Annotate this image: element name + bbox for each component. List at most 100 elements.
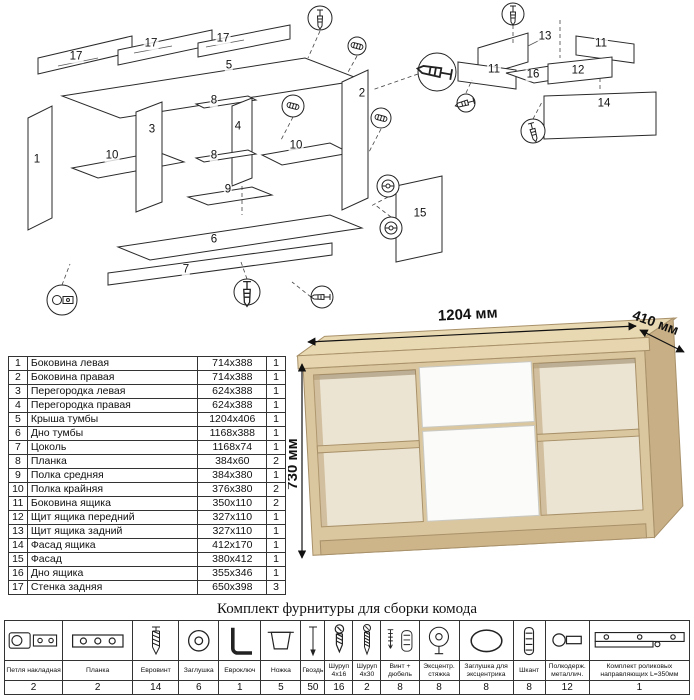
- part-number: 11: [8, 496, 28, 511]
- exploded-assembly-diagram: [27, 2, 657, 316]
- part-number: 14: [8, 538, 28, 553]
- part-qty: 1: [266, 398, 286, 413]
- part-qty: 1: [266, 384, 286, 399]
- part-qty: 2: [266, 482, 286, 497]
- part-number: 3: [8, 384, 28, 399]
- part-qty: 1: [266, 356, 286, 371]
- part-number: 2: [8, 370, 28, 385]
- hardware-item-qty: 8: [418, 680, 460, 695]
- part-qty: 2: [266, 496, 286, 511]
- part-size: 714х388: [197, 370, 268, 385]
- hardware-item-label: Комплект роликовых направляющих L=350мм: [588, 660, 691, 681]
- cam-lock-icon: [418, 620, 460, 661]
- door-front: [422, 425, 540, 522]
- hardware-item-qty: 6: [178, 680, 220, 695]
- callout-screw-glyphs: [52, 5, 540, 307]
- part-size: 327х110: [197, 524, 268, 539]
- hardware-icons-row: [3, 620, 691, 661]
- hardware-item-label: Планка: [62, 660, 134, 681]
- part-number: 10: [8, 482, 28, 497]
- hardware-item-label: Ножка: [260, 660, 302, 681]
- part-number: 4: [8, 398, 28, 413]
- width-dimension-label: 1204 мм: [437, 306, 498, 325]
- part-size: 376х380: [197, 482, 268, 497]
- hardware-title: Комплект фурнитуры для сборки комода: [216, 601, 477, 617]
- part-size: 350х110: [197, 496, 268, 511]
- part-size: 624х388: [197, 398, 268, 413]
- part-name: Полка средняя: [26, 468, 199, 483]
- part-name: Фасад ящика: [26, 538, 199, 553]
- part-name: Щит ящика задний: [26, 524, 199, 539]
- part-number: 9: [8, 468, 28, 483]
- drawer-panels: [457, 32, 657, 140]
- part-name: Боковина левая: [26, 356, 199, 371]
- part-qty: 1: [266, 524, 286, 539]
- screw-large-icon: [352, 620, 382, 661]
- hinge-icon: [3, 620, 64, 661]
- screw-small-icon: [324, 620, 354, 661]
- part-size: 1204х406: [197, 412, 268, 427]
- part-name: Крыша тумбы: [26, 412, 199, 427]
- part-name: Полка крайняя: [26, 482, 199, 497]
- cabinet-panels: [27, 24, 443, 286]
- hardware-item-qty: 16: [324, 680, 354, 695]
- hardware-item-label: Заглушка для эксцентрика: [458, 660, 514, 681]
- assembly-guide-lines: [61, 20, 601, 298]
- part-qty: 1: [266, 468, 286, 483]
- hardware-item-qty: 50: [300, 680, 326, 695]
- hardware-item-label: Заглушка: [178, 660, 220, 681]
- hardware-item-label: Шуруп 4х30: [352, 660, 382, 681]
- part-number: 15: [8, 552, 28, 567]
- part-size: 384х60: [197, 454, 268, 469]
- hardware-item-qty: 8: [512, 680, 546, 695]
- hardware-item-qty: 2: [62, 680, 134, 695]
- drawer-rail-icon: [588, 620, 691, 661]
- part-number: 17: [8, 580, 28, 595]
- hexkey-icon: [218, 620, 262, 661]
- hardware-item-label: Шкант: [512, 660, 546, 681]
- part-size: 355х346: [197, 566, 268, 581]
- leg-icon: [260, 620, 302, 661]
- hardware-item-label: Винт + дюбель: [380, 660, 420, 681]
- right-shelf: [536, 428, 640, 442]
- part-name: Щит ящика передний: [26, 510, 199, 525]
- part-qty: 3: [266, 580, 286, 595]
- part-qty: 1: [266, 370, 286, 385]
- product-view: 1204 мм 410 мм 730 мм: [288, 306, 685, 559]
- part-name: Перегородка левая: [26, 384, 199, 399]
- part-number: 7: [8, 440, 28, 455]
- part-name: Фасад: [26, 552, 199, 567]
- part-qty: 1: [266, 412, 286, 427]
- part-name: Боковина правая: [26, 370, 199, 385]
- part-name: Боковина ящика: [26, 496, 199, 511]
- hardware-item-qty: 12: [544, 680, 590, 695]
- hardware-item-label: Эксцентр. стяжка: [418, 660, 460, 681]
- part-qty: 1: [266, 510, 286, 525]
- hardware-item-label: Гвоздь: [300, 660, 326, 681]
- hardware-item-label: Евровинт: [132, 660, 180, 681]
- part-name: Стенка задняя: [26, 580, 199, 595]
- part-number: 8: [8, 454, 28, 469]
- part-size: 650х398: [197, 580, 268, 595]
- part-number: 16: [8, 566, 28, 581]
- part-name: Цоколь: [26, 440, 199, 455]
- part-qty: 1: [266, 566, 286, 581]
- part-qty: 1: [266, 538, 286, 553]
- cam-cap-icon: [458, 620, 514, 661]
- hardware-item-qty: 1: [588, 680, 691, 695]
